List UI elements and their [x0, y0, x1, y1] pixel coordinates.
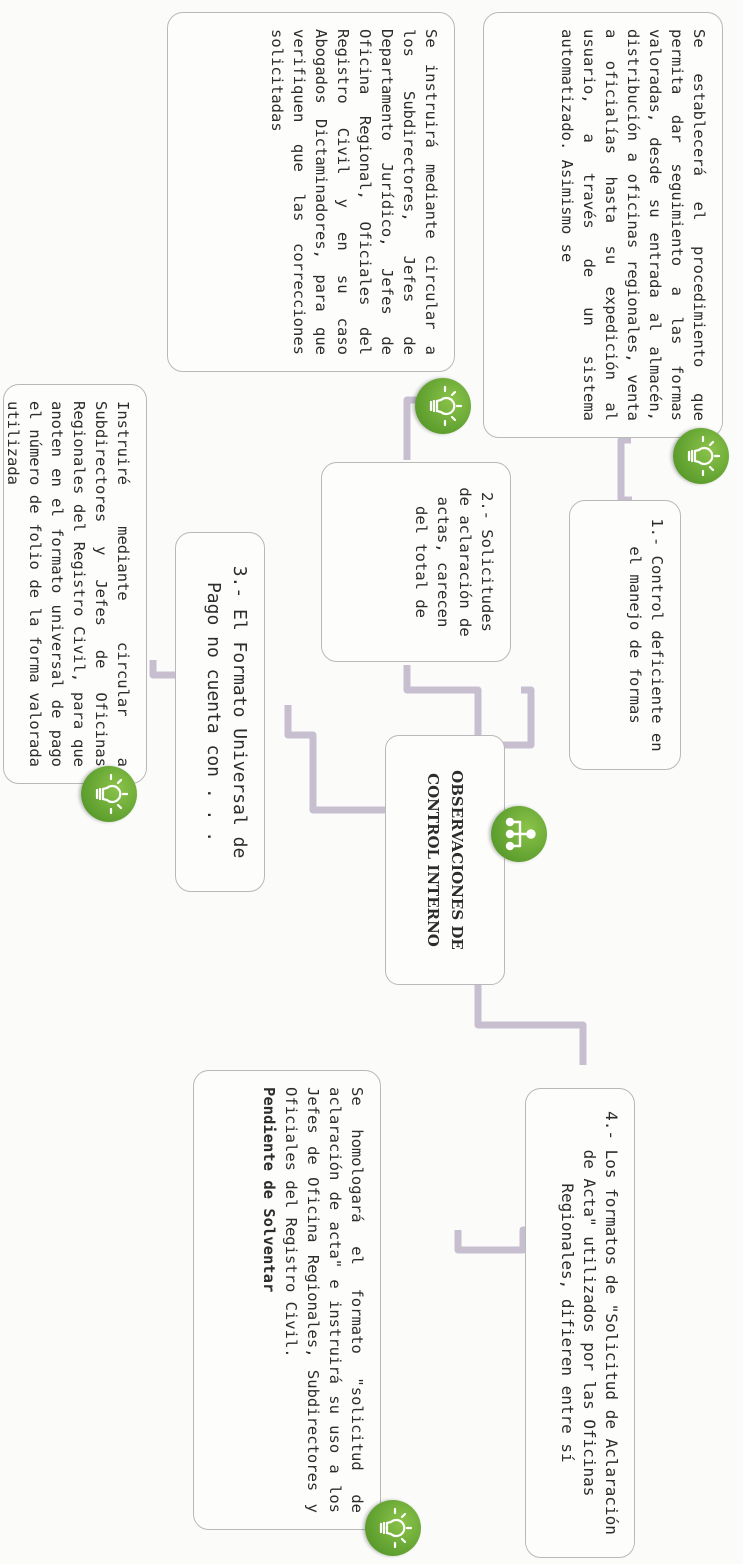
observation-3-text: 3.- El Formato Universal de Pago no cuen… — [203, 565, 250, 859]
org-chart-icon — [491, 806, 547, 862]
action-2: Se instruirá mediante circular a los Sub… — [167, 12, 455, 372]
action-1-text: Se establecerá el procedimiento que perm… — [558, 29, 708, 421]
central-title-line1: OBSERVACIONES DE — [448, 770, 466, 950]
action-3-text: Instruiré mediante circular a Subdirecto… — [4, 401, 132, 767]
lightbulb-icon — [365, 1500, 421, 1556]
lightbulb-icon — [673, 428, 729, 484]
observation-2: 2.- Solicitudes de aclaración de actas, … — [321, 462, 511, 662]
lightbulb-icon — [81, 766, 137, 822]
observation-2-text: 2.- Solicitudes de aclaración de actas, … — [412, 487, 496, 637]
observation-1-text: 1.- Control deficiente en el manejo de f… — [626, 518, 666, 752]
action-3: Instruiré mediante circular a Subdirecto… — [3, 384, 147, 784]
connector-obs3 — [284, 705, 385, 814]
action-1: Se establecerá el procedimiento que perm… — [483, 12, 723, 438]
observation-4-text: 4.- Los formatos de "Solicitud de Aclara… — [558, 1111, 621, 1535]
observation-1: 1.- Control deficiente en el manejo de f… — [569, 500, 681, 770]
lightbulb-icon — [415, 378, 471, 434]
action-4: Se homologará el formato "solicitud de a… — [193, 1070, 381, 1530]
connector-act1 — [617, 436, 632, 504]
connector-obs1-tail — [521, 686, 535, 735]
action-2-text: Se instruirá mediante circular a los Sub… — [268, 29, 440, 355]
observation-3: 3.- El Formato Universal de Pago no cuen… — [175, 532, 265, 892]
central-node: OBSERVACIONES DE CONTROL INTERNO — [385, 735, 505, 985]
connector-obs2 — [403, 665, 482, 735]
central-title-line2: CONTROL INTERNO — [424, 773, 442, 947]
observation-4: 4.- Los formatos de "Solicitud de Aclara… — [525, 1088, 635, 1558]
connector-obs4 — [474, 985, 587, 1065]
action-4-text: Se homologará el formato "solicitud de a… — [282, 1087, 366, 1513]
status-label: Pendiente de Solventar — [260, 1087, 278, 1293]
